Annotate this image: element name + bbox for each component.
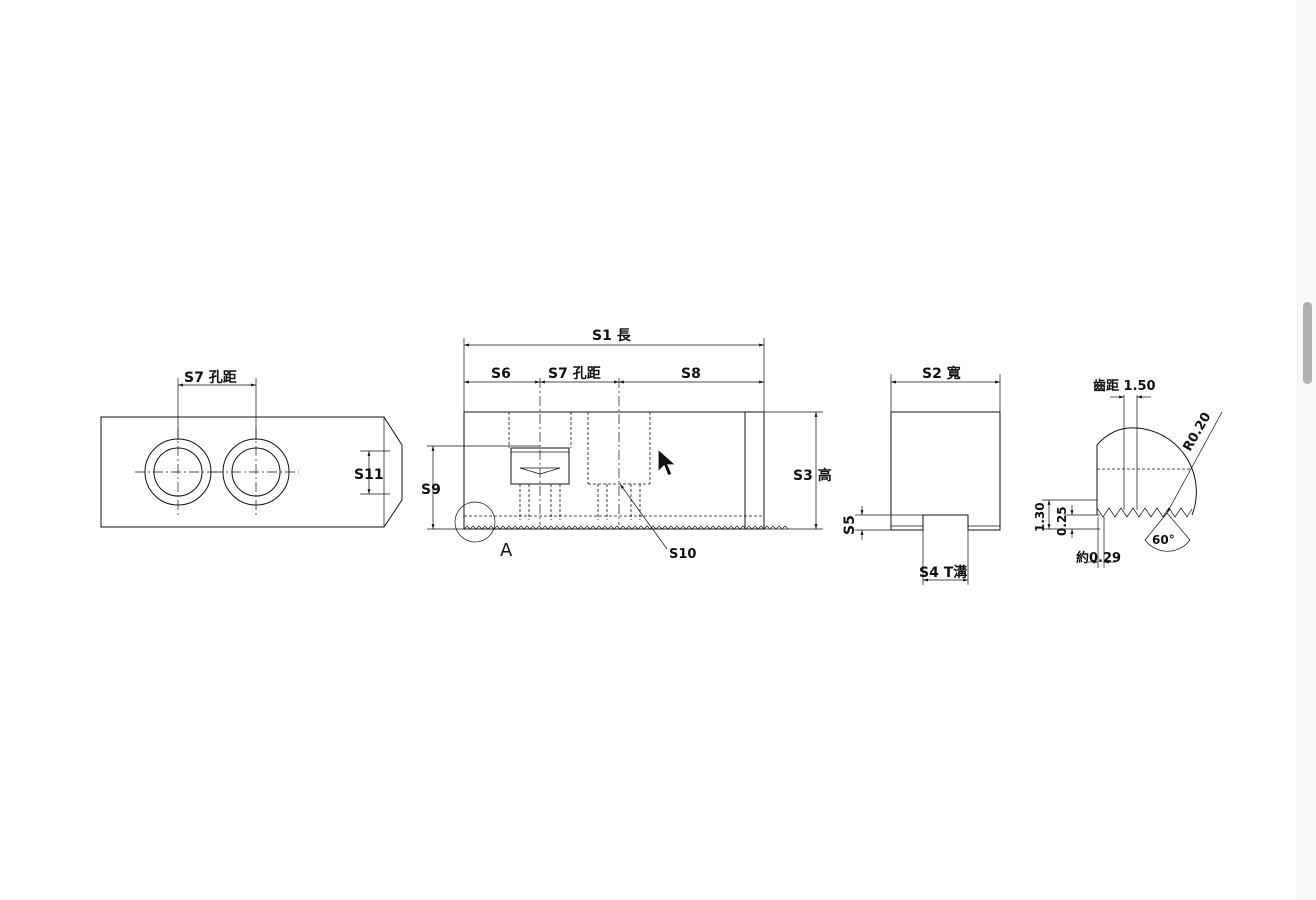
dim-s11: S11 [354,467,384,483]
top-hole-left [135,428,221,516]
top-hole-right [213,428,299,516]
dim-s4: S4 T溝 [919,564,967,581]
dim-s7-front: S7 孔距 [548,366,601,382]
front-hole-left [508,378,572,525]
front-serration [463,525,789,530]
detail-a-circle [454,501,496,543]
scrollbar-thumb[interactable] [1303,302,1312,384]
front-view: S1 長 S6 S7 孔距 S8 S3 高 S9 S10 A [421,328,832,562]
tooth-angle: 60° [1152,533,1175,547]
dim-s10: S10 [669,547,696,562]
mouse-pointer-icon [657,448,678,477]
dim-s9: S9 [421,482,441,498]
dim-s5: S5 [842,515,858,535]
dim-s7-top: S7 孔距 [184,370,237,386]
dim-s6: S6 [491,366,511,382]
dim-s1: S1 長 [592,328,632,344]
top-view: S7 孔距 S11 [100,370,403,528]
vertical-scrollbar[interactable] [1297,0,1316,900]
detail-a-label: A [500,540,513,561]
side-view-outline [890,411,1001,531]
dim-s8: S8 [681,366,701,382]
tooth-detail: 齒距 1.50 R0.20 1.30 0.25 約0.29 60° [1033,378,1223,568]
dim-s3: S3 高 [793,467,832,484]
tooth-tip: 0.25 [1055,506,1069,536]
tooth-pitch: 齒距 1.50 [1093,378,1156,394]
side-view: S2 寬 S5 S4 T溝 [842,365,1001,585]
tooth-detail-outline [1096,427,1197,516]
tooth-root: 約0.29 [1076,550,1121,566]
front-hole-right [587,378,651,525]
tooth-radius: R0.20 [1180,410,1214,454]
dim-s2: S2 寬 [922,365,961,382]
tooth-height: 1.30 [1033,502,1047,532]
tooth-detail-serration [1096,507,1193,518]
